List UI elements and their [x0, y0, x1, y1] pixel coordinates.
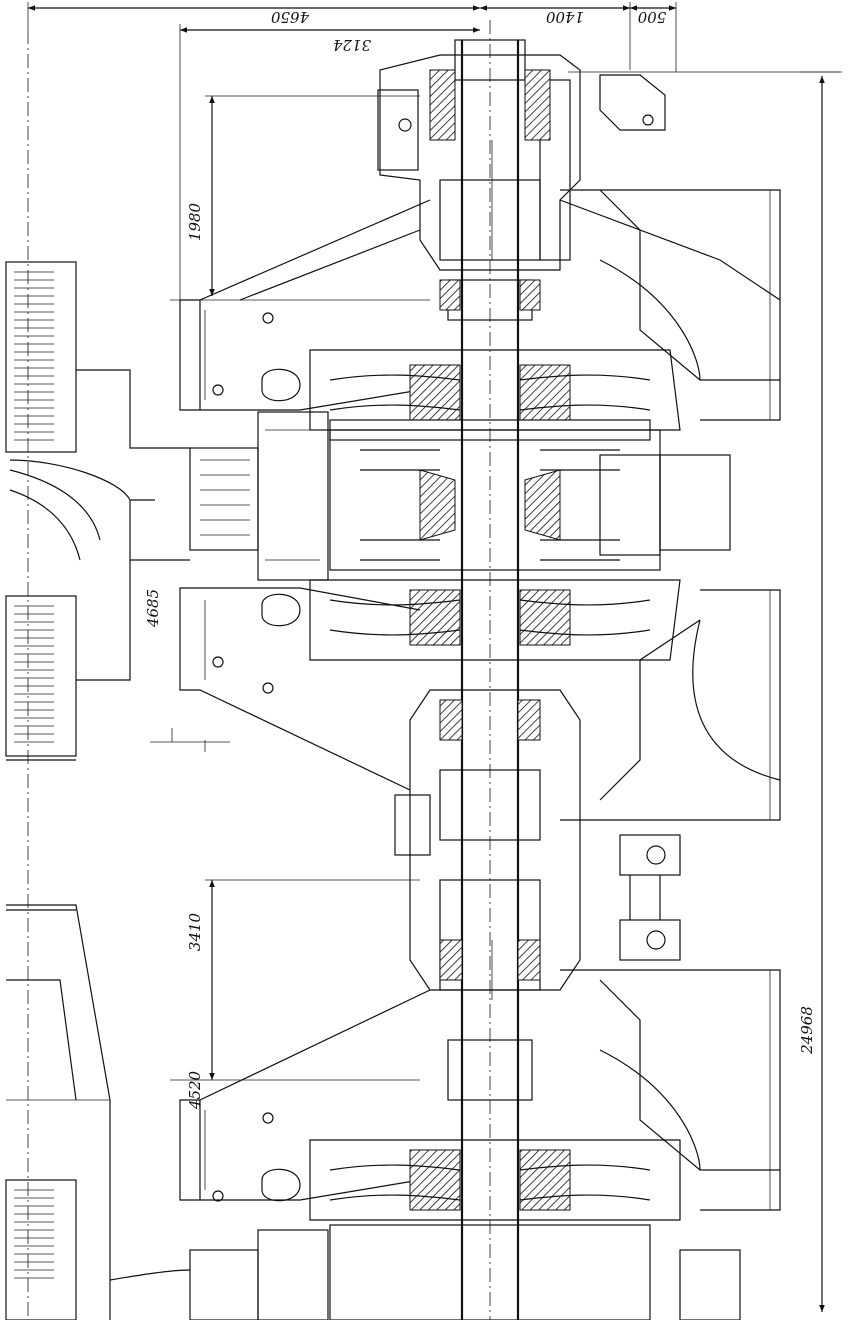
middle-exhaust-casing	[179, 587, 781, 821]
condenser-upper	[5, 261, 190, 561]
right-dimension-line	[800, 71, 842, 1312]
central-turbine-section	[189, 411, 731, 581]
dim-left-middle: 4685	[144, 589, 162, 628]
dim-right-total: 24968	[798, 1006, 816, 1055]
upper-turbine-stages	[309, 349, 681, 441]
lower-exhaust-casing	[179, 969, 781, 1211]
middle-turbine-stages	[309, 579, 681, 661]
dim-top-inner: 3124	[333, 36, 371, 54]
top-dimension-lines	[27, 2, 840, 300]
shaft-centerlines	[27, 20, 491, 1320]
dim-top-small: 500	[637, 8, 666, 26]
dim-top-total: 4650	[270, 8, 310, 26]
condenser-tube-bank-middle	[14, 605, 54, 743]
dim-left-bottom: 4520	[186, 1070, 204, 1110]
dim-left-upper: 1980	[186, 202, 204, 241]
lower-turbine-stages	[189, 1139, 741, 1320]
upper-bearing-housing	[377, 54, 666, 311]
condenser-middle	[5, 560, 131, 761]
exhaust-duct-lower	[5, 904, 191, 1320]
dim-left-lower: 3410	[186, 912, 204, 951]
condenser-tube-bank-lower	[14, 1189, 54, 1279]
upper-exhaust-casing	[179, 189, 781, 421]
dim-top-mid: 1400	[545, 8, 584, 26]
condenser-tube-bank-upper	[14, 271, 54, 441]
left-dimension-lines	[150, 95, 430, 1081]
middle-coupling	[394, 689, 681, 991]
